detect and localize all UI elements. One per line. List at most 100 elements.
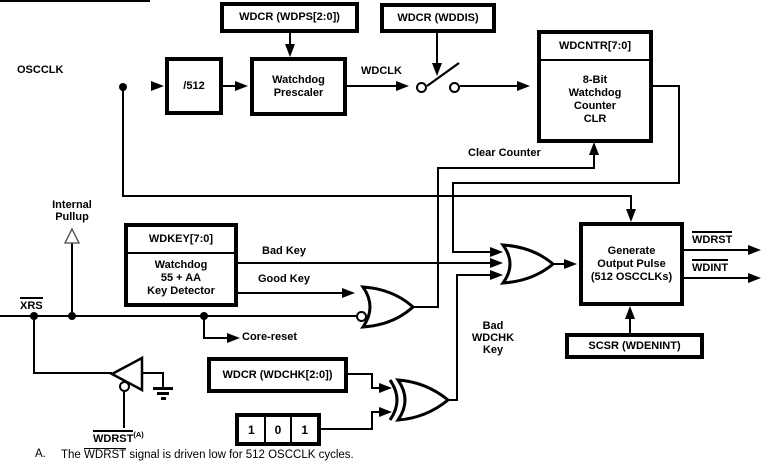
arrowhead: [564, 259, 577, 269]
wddis-register-label: WDCR (WDDIS): [397, 11, 479, 24]
xrs-text: XRS: [20, 297, 43, 312]
arrowhead: [517, 81, 530, 91]
arrowhead: [626, 209, 636, 222]
bad-wdchk-line: Bad: [482, 320, 504, 332]
wire: [162, 372, 164, 388]
key-detector-line: Watchdog: [154, 259, 208, 271]
wire: [593, 154, 595, 168]
wire: [436, 33, 438, 63]
prescaler-label: Prescaler: [273, 86, 324, 99]
oscclk-label: OSCCLK: [17, 64, 64, 76]
wire: [237, 292, 342, 294]
pullup-icon: [63, 227, 81, 244]
wire: [203, 337, 227, 339]
wire: [678, 85, 680, 184]
wire: [71, 243, 73, 316]
wdrst-text: WDRST: [692, 231, 733, 246]
arrowhead: [748, 273, 761, 283]
or-gate: [499, 243, 556, 285]
wire: [683, 277, 749, 279]
arrowhead: [748, 245, 761, 255]
wire: [346, 85, 396, 87]
arrowhead: [379, 383, 392, 393]
wire: [203, 316, 205, 338]
switch-lever: [426, 62, 460, 87]
prescaler-label: Watchdog: [272, 73, 325, 86]
wdkey-register-label: WDKEY[7:0]: [128, 227, 234, 254]
wire: [33, 372, 112, 374]
bad-key-label: Bad Key: [262, 245, 307, 257]
arrowhead: [490, 270, 503, 280]
wire: [142, 372, 164, 374]
wire: [237, 262, 490, 264]
wire: [683, 249, 749, 251]
arrowhead: [342, 288, 355, 298]
wire: [0, 315, 356, 317]
wire: [460, 85, 517, 87]
generate-line: (512 OSCCLKs): [590, 270, 673, 283]
core-reset-label: Core-reset: [242, 331, 298, 343]
scsr-register-block: SCSR (WDENINT): [565, 333, 704, 359]
arrowhead: [625, 306, 635, 319]
arrowhead: [490, 258, 503, 268]
wire: [122, 195, 632, 197]
bad-wdchk-line: WDCHK: [471, 332, 515, 344]
wdchk-register-block: WDCR (WDCHK[2:0]): [207, 357, 348, 393]
good-key-label: Good Key: [258, 273, 310, 285]
ground-icon: [157, 392, 169, 395]
ground-icon: [161, 397, 166, 400]
internal-pullup-line: Pullup: [55, 211, 89, 223]
wire: [371, 412, 373, 430]
counter-block: WDCNTR[7:0] 8-Bit Watchdog Counter CLR: [537, 30, 653, 143]
footnote-overline: WDRST: [84, 448, 127, 461]
arrowhead: [432, 63, 442, 76]
arrowhead: [396, 81, 409, 91]
key-bit: 1: [247, 422, 255, 437]
arrowhead: [227, 333, 240, 343]
counter-line: 8-Bit: [582, 74, 608, 86]
wire: [371, 387, 381, 389]
wdrst-output-label: WDRST: [692, 231, 733, 246]
wire: [371, 411, 381, 413]
wire: [33, 316, 35, 373]
divide-512-label: /512: [183, 79, 205, 92]
or-gate: [359, 285, 416, 329]
wire: [456, 274, 490, 276]
generate-line: Generate: [607, 244, 656, 257]
arrowhead: [151, 81, 164, 91]
wdint-text: WDINT: [692, 259, 729, 274]
scsr-register-label: SCSR (WDENINT): [588, 339, 681, 352]
clear-counter-label: Clear Counter: [468, 147, 541, 159]
wire: [452, 182, 454, 253]
arrowhead: [285, 44, 295, 57]
wdchk-register-label: WDCR (WDCHK[2:0]): [222, 368, 333, 381]
footnote-ref: (A): [133, 430, 144, 439]
wdrst-drive-text: WDRST: [93, 429, 134, 445]
internal-pullup-line: Internal: [52, 199, 92, 211]
wire: [318, 428, 373, 430]
wire: [122, 86, 124, 196]
wire: [650, 85, 680, 87]
junction-dot: [68, 312, 76, 320]
wire: [437, 167, 439, 307]
footnote-post: signal is driven low for 512 OSCCLK cycl…: [129, 449, 354, 461]
wdrst-drive-label: WDRST(A): [93, 429, 144, 445]
arrowhead: [490, 247, 503, 257]
wire: [371, 373, 373, 389]
generate-pulse-block: Generate Output Pulse (512 OSCCLKs): [579, 222, 684, 306]
arrowhead: [379, 407, 392, 417]
inverter-bubble: [119, 381, 130, 392]
wire: [289, 33, 291, 44]
xor-gate: [388, 378, 451, 422]
wire: [221, 85, 235, 87]
wire: [437, 167, 595, 169]
arrowhead: [589, 142, 599, 155]
counter-line: Counter: [573, 100, 617, 112]
arrowhead: [235, 81, 248, 91]
divide-512-block: /512: [165, 57, 223, 115]
prescaler-block: Watchdog Prescaler: [250, 57, 347, 116]
wddis-register-block: WDCR (WDDIS): [380, 3, 496, 33]
wire: [452, 182, 680, 184]
key-detector-block: WDKEY[7:0] Watchdog 55 + AA Key Detector: [124, 223, 238, 307]
